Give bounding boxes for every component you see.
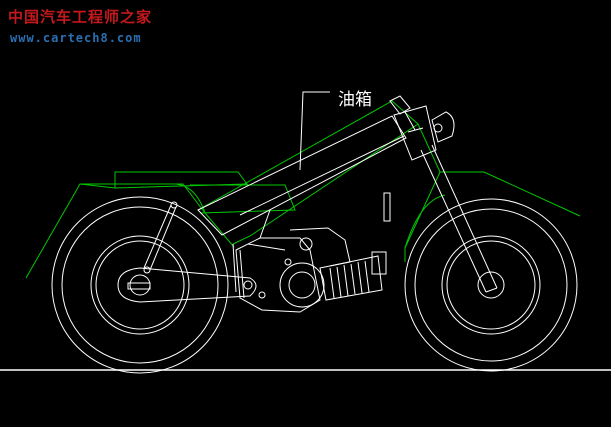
headlight-bolt: [433, 123, 443, 133]
steering-inner: [407, 127, 424, 133]
watermark-title: 中国汽车工程师之家: [8, 8, 153, 26]
front-fork-right: [431, 144, 498, 289]
front-fender-side: [404, 171, 441, 262]
axle-slot: [127, 282, 151, 290]
fuel-tank: [197, 115, 407, 236]
swing-arm: [117, 267, 257, 303]
engine-cylinder: [319, 255, 383, 301]
green-bodywork: [25, 100, 581, 279]
seat: [114, 171, 248, 189]
rear-fender-inner: [79, 183, 116, 189]
callout-leader: [299, 91, 330, 171]
intake: [289, 227, 351, 267]
watermark-url: www.cartech8.com: [10, 31, 142, 45]
front-fork-left: [420, 149, 487, 293]
rear-shock-a: [143, 204, 172, 269]
handlebar: [389, 95, 411, 115]
front-downtube: [417, 123, 441, 173]
handlebar-stem: [404, 111, 416, 131]
main-beam-lower: [204, 212, 235, 248]
front-fork-end: [485, 287, 498, 293]
seat-rear-curve: [175, 183, 206, 214]
side-marker: [383, 192, 391, 222]
rear-fender: [25, 183, 206, 279]
rear-shock-b: [149, 206, 177, 271]
engine-head: [371, 251, 387, 275]
rear-wheel: [51, 196, 229, 374]
engine-case: [235, 237, 321, 313]
front-fender-lower: [404, 194, 446, 249]
front-fender: [440, 171, 581, 217]
fuel-tank-label: 油箱: [338, 90, 372, 110]
fuel-tank-top: [239, 135, 405, 216]
front-wheel: [404, 198, 578, 372]
engine-flywheel: [279, 262, 325, 308]
side-cover: [190, 184, 296, 214]
steering-head: [393, 105, 437, 161]
frame-mechanics: [117, 91, 498, 313]
headlight: [431, 111, 455, 143]
